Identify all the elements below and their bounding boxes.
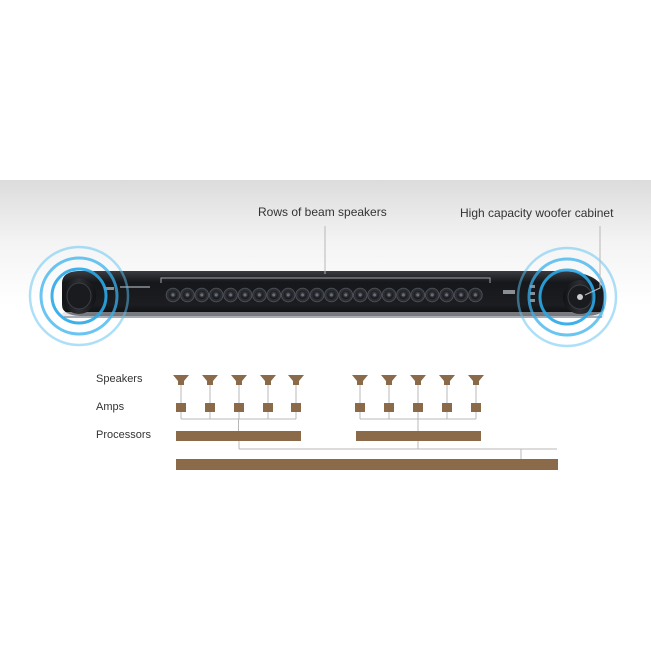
beam-driver (367, 287, 382, 303)
beam-driver (266, 287, 282, 303)
main-processor-block (176, 459, 558, 470)
signal-block-diagram (173, 375, 558, 470)
amp-block (413, 403, 423, 412)
beam-driver (295, 287, 310, 303)
speaker-icon (468, 375, 484, 385)
processors-row-label: Processors (96, 429, 152, 441)
woofer-callout-line (584, 226, 601, 296)
amp-block (176, 403, 186, 412)
left-woofer (62, 278, 96, 314)
right-woofer (563, 280, 597, 314)
speaker-icon (381, 375, 397, 385)
beam-driver (223, 287, 238, 303)
beam-driver (194, 287, 210, 303)
beam-driver (439, 287, 454, 303)
processor-block (356, 431, 481, 441)
speakers-row-label: Speakers (96, 373, 143, 385)
beam-driver (424, 287, 440, 303)
beam-driver (352, 287, 368, 303)
speaker-icon (352, 375, 368, 385)
woofer-cabinet-callout: High capacity woofer cabinet (460, 206, 614, 220)
beam-driver (324, 287, 339, 303)
speaker-icon (173, 375, 189, 385)
beam-driver (309, 287, 325, 303)
beam-driver (453, 287, 469, 303)
speaker-icon (288, 375, 304, 385)
control-panel (104, 285, 535, 302)
amps-row-label: Amps (96, 401, 125, 413)
beam-driver (165, 287, 181, 303)
speaker-icon (410, 375, 426, 385)
beam-driver (208, 287, 224, 303)
amp-block (442, 403, 452, 412)
beam-driver (410, 287, 426, 303)
beam-speaker-row (165, 287, 483, 303)
beam-driver (237, 287, 253, 303)
speaker-icon (231, 375, 247, 385)
beam-driver (280, 287, 296, 303)
beam-driver (381, 287, 397, 303)
amp-block (234, 403, 244, 412)
beam-driver (252, 287, 267, 303)
beam-driver (338, 287, 354, 303)
speaker-icon (260, 375, 276, 385)
amp-block (263, 403, 273, 412)
beam-driver (468, 287, 483, 303)
left-sound-glow (28, 245, 130, 347)
speaker-icon (439, 375, 455, 385)
processor-block (176, 431, 301, 441)
right-sound-glow (516, 246, 618, 348)
beam-speakers-callout: Rows of beam speakers (258, 205, 387, 219)
amp-block (205, 403, 215, 412)
speaker-icon (202, 375, 218, 385)
beam-driver (396, 287, 411, 303)
amp-block (355, 403, 365, 412)
amp-block (291, 403, 301, 412)
amp-block (471, 403, 481, 412)
amp-block (384, 403, 394, 412)
beam-driver (180, 287, 195, 303)
beam-speaker-bracket (160, 277, 491, 283)
